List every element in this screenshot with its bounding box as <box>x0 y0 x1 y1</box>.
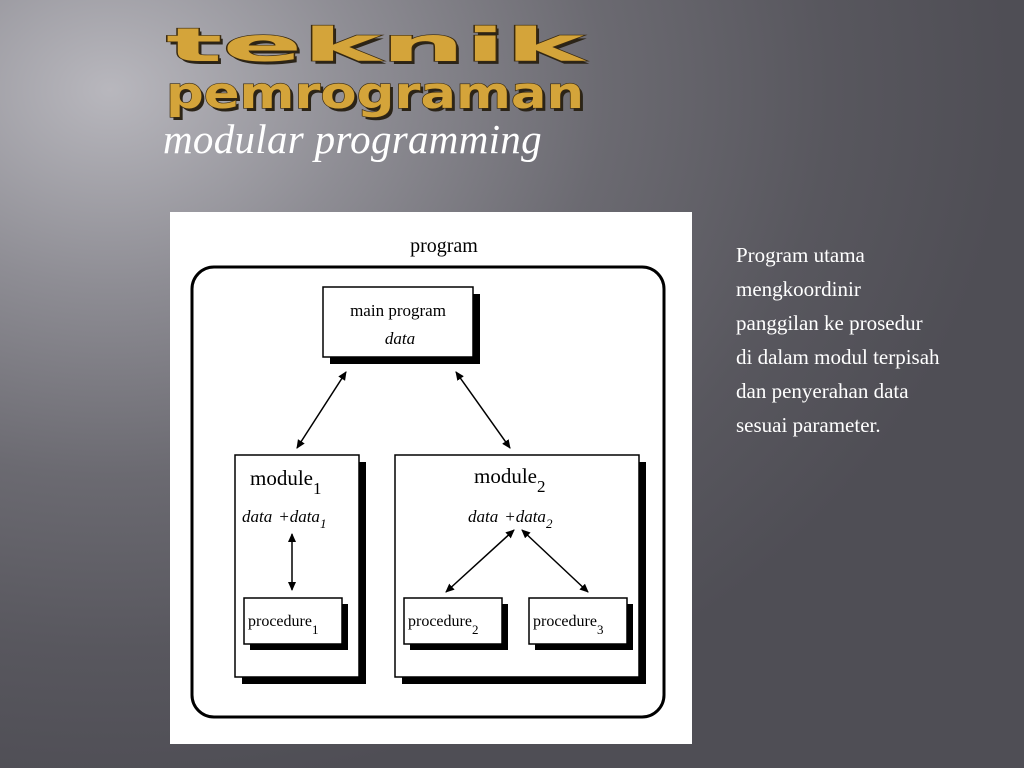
subtitle: modular programming <box>163 116 542 162</box>
caption-line: dan penyerahan data <box>736 379 909 403</box>
main-program-box <box>322 286 474 358</box>
module2-data: data+data2 <box>468 507 553 531</box>
caption-line: panggilan ke prosedur <box>736 311 923 335</box>
main-program-data: data <box>385 329 415 348</box>
caption-line: sesuai parameter. <box>736 413 881 437</box>
procedure1-label: procedure1 <box>248 613 318 637</box>
module1-label: module1 <box>250 466 322 498</box>
caption-line: mengkoordinir <box>736 277 861 301</box>
title-line2-shadow: pemrograman <box>169 71 587 122</box>
modular-program-diagram: program main program data module1 data+d… <box>170 212 692 744</box>
arrow-main-module1 <box>296 371 347 449</box>
procedure3-box <box>528 597 628 645</box>
module2-label: module2 <box>474 464 546 496</box>
arrow-module2-procedure3 <box>521 529 589 593</box>
procedure2-box <box>403 597 503 645</box>
procedure2-label: procedure2 <box>408 613 478 637</box>
module1-data: data+data1 <box>242 507 326 531</box>
arrow-module2-procedure2 <box>445 529 515 593</box>
title-line1: teknik <box>166 18 588 72</box>
caption-line: Program utama <box>736 243 865 267</box>
program-label: program <box>410 235 478 257</box>
slide-title-wordart: teknik teknik pemrograman pemrograman <box>162 17 602 122</box>
procedure3-label: procedure3 <box>533 613 603 637</box>
main-program-label: main program <box>350 301 446 320</box>
caption-text: Program utama mengkoordinir panggilan ke… <box>736 238 1021 442</box>
caption-line: di dalam modul terpisah <box>736 345 940 369</box>
procedure1-box <box>243 597 343 645</box>
title-line2: pemrograman <box>166 68 584 119</box>
title-line1-shadow: teknik <box>169 21 591 75</box>
arrow-main-module2 <box>455 371 511 449</box>
